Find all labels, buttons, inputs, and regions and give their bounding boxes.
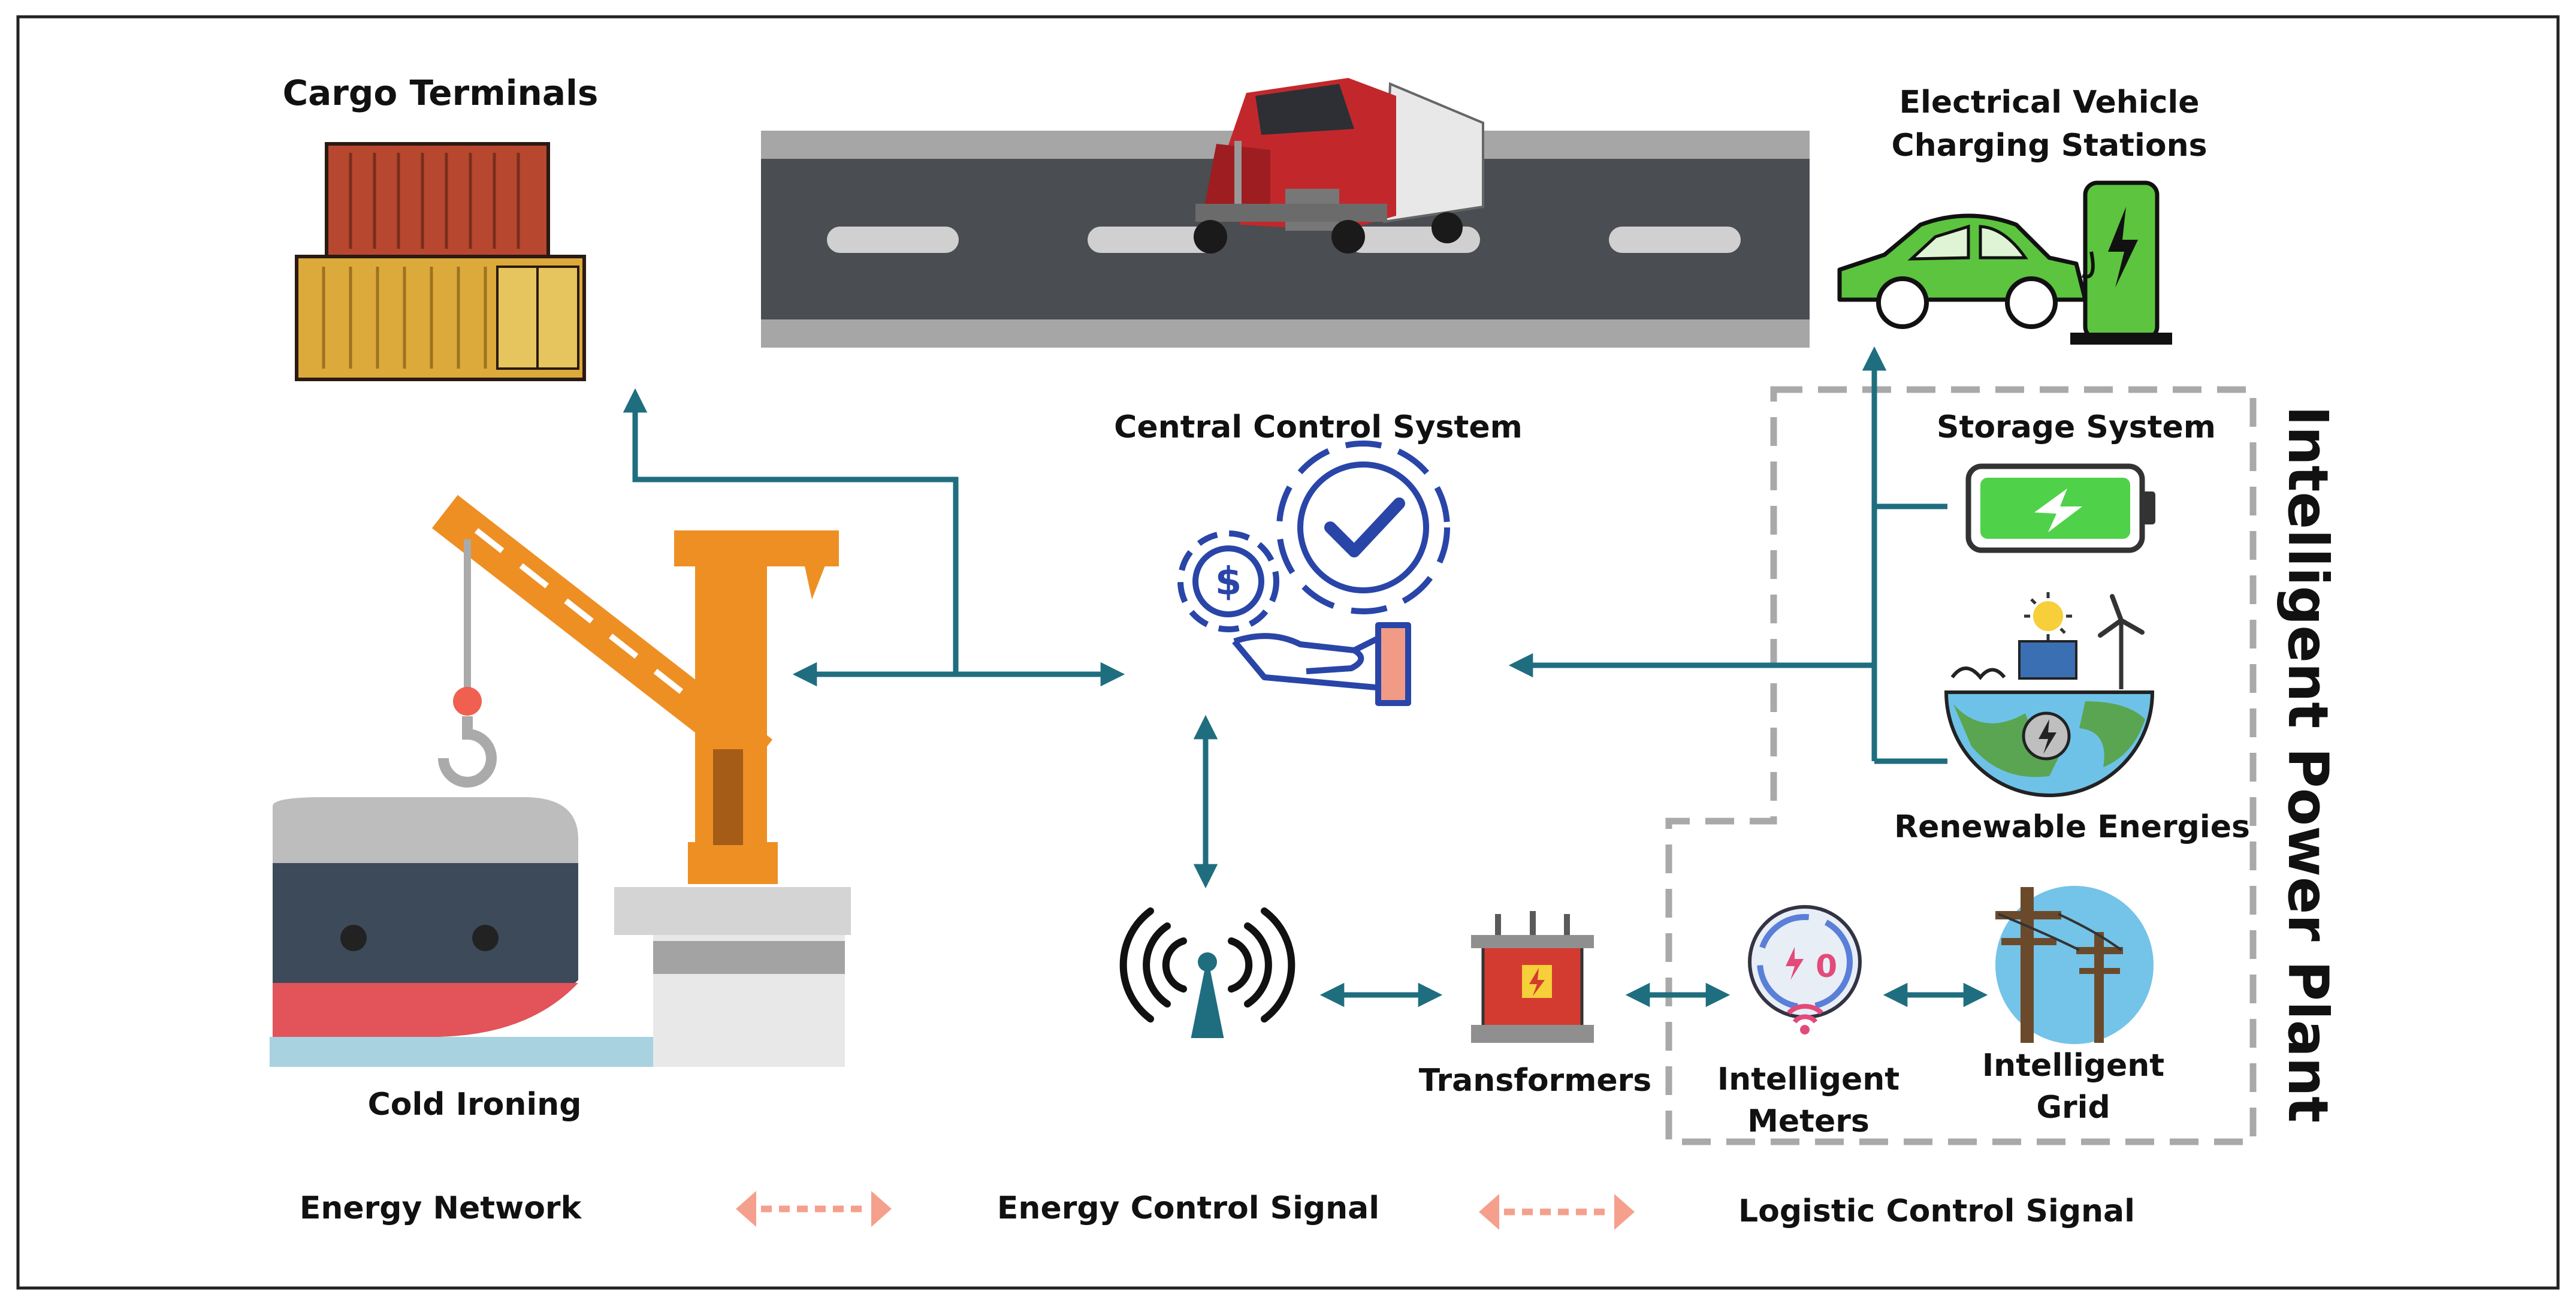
power-plant-boundary [1665, 386, 2257, 1145]
battery-icon [1965, 463, 2155, 553]
label-central-control-system: Central Control System [1114, 409, 1523, 445]
renewable-energy-globe-icon [1944, 592, 2155, 797]
label-transformers: Transformers [1419, 1063, 1652, 1099]
label-storage-system: Storage System [1937, 409, 2216, 445]
shipping-containers-icon [295, 142, 586, 381]
truck-icon [1194, 78, 1484, 254]
label-meters-line2: Meters [1747, 1103, 1870, 1139]
central-control-gear-icon: $ [1177, 441, 1450, 706]
transformer-icon [1471, 911, 1594, 1043]
label-renewable-energies: Renewable Energies [1894, 809, 2250, 845]
connector-to-cargo-terminals [623, 388, 959, 674]
label-intelligent-power-plant: Intelligent Power Plant [2276, 406, 2340, 1123]
label-grid-line2: Grid [2036, 1090, 2110, 1126]
svg-text:$: $ [1215, 560, 1242, 604]
connector-lines [623, 346, 1988, 1008]
outer-frame [16, 15, 2560, 1290]
ship-icon [270, 797, 851, 1067]
label-cargo-terminals: Cargo Terminals [283, 73, 599, 113]
smart-meter-icon: 0 [1748, 905, 1862, 1034]
label-grid-line1: Intelligent [1982, 1048, 2164, 1084]
label-ev-line1: Electrical Vehicle [1899, 85, 2199, 120]
legend-energy-control-signal: Energy Control Signal [997, 1190, 1379, 1226]
road-with-truck [761, 78, 1810, 348]
ev-charging-icon [1837, 180, 2172, 345]
label-meters-line1: Intelligent [1717, 1061, 1899, 1097]
svg-text:0: 0 [1816, 949, 1837, 985]
antenna-signal-icon [1119, 907, 1295, 1038]
legend-arrow-logistic-control [1479, 1194, 1635, 1230]
label-ev-line2: Charging Stations [1891, 128, 2207, 164]
legend-arrow-energy-control [736, 1191, 892, 1227]
legend-energy-network: Energy Network [300, 1190, 582, 1226]
label-cold-ironing: Cold Ironing [368, 1087, 582, 1123]
legend: Energy Network Energy Control Signal Log… [300, 1190, 2135, 1230]
power-grid-pole-icon [1995, 886, 2154, 1044]
legend-logistic-control-signal: Logistic Control Signal [1738, 1193, 2135, 1229]
crane-icon [431, 494, 839, 884]
